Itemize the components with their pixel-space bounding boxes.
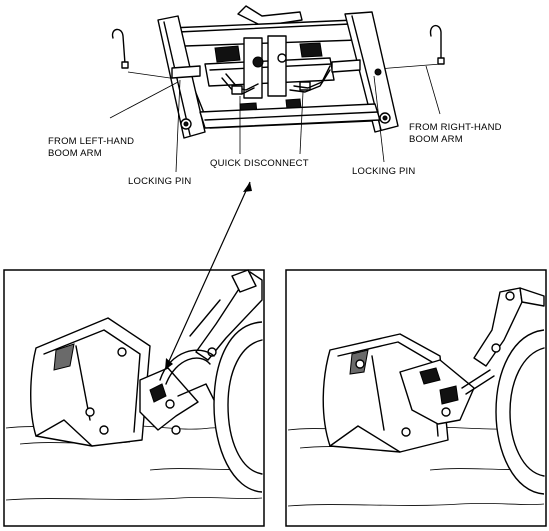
left-boom-label-line1: FROM LEFT-HAND [48,136,134,147]
attached-coupler [399,359,475,425]
left-boom-label-line2: BOOM ARM [48,148,102,159]
right-hose-hook [429,25,442,61]
right-boom-leader [425,65,441,115]
right-boom-label-line2: BOOM ARM [409,134,463,145]
right-locking-pin [331,59,361,73]
quick-disconnect-fittings [221,65,331,95]
detached-coupler [139,367,199,431]
loader-disconnected-view [3,269,265,527]
left-locking-pin [171,65,201,79]
quick-disconnect-leader-right [299,91,304,155]
left-hose-hook [111,28,126,65]
locking-pin-right-label: LOCKING PIN [352,166,415,177]
left-locking-pin-leader [175,79,181,173]
quick-disconnect-label: QUICK DISCONNECT [210,158,309,169]
left-boom-leader [109,81,179,119]
loader-bucket-left [30,317,151,447]
right-boom-label-line1: FROM RIGHT-HAND [409,122,502,133]
right-hose-fitting [437,57,445,65]
boom-arm [195,271,263,361]
loader-tire [213,321,263,493]
loader-tire-right [495,329,545,495]
left-hose-fitting [121,61,129,69]
locking-pin-left-label: LOCKING PIN [128,176,191,187]
coupler-detail-view: FROM LEFT-HAND BOOM ARM FROM RIGHT-HAND … [48,5,502,187]
loader-connected-view [285,269,547,527]
right-locking-pin-leader [373,75,385,163]
